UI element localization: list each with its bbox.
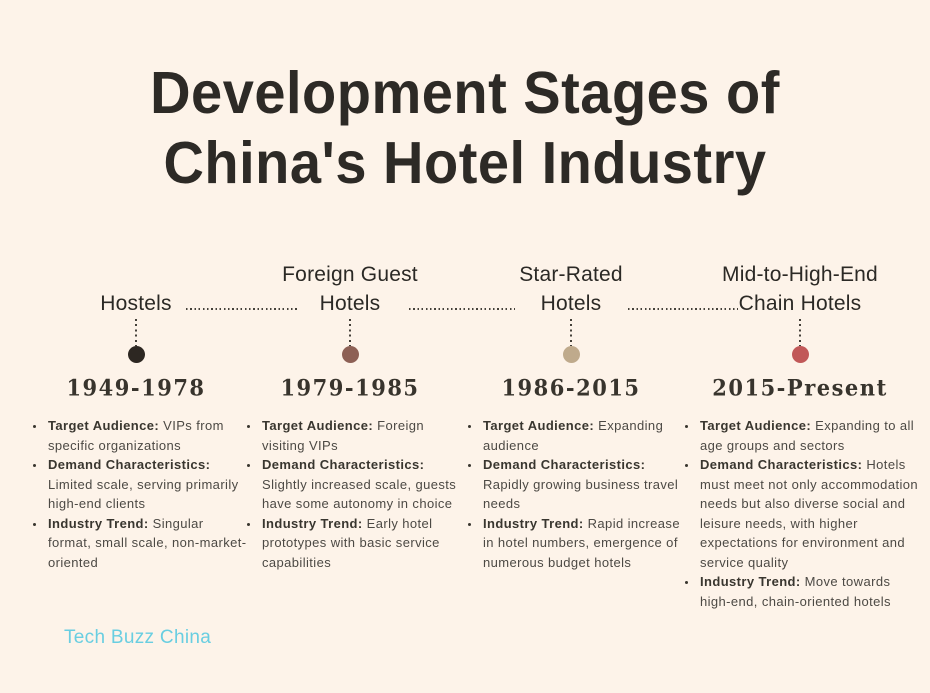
stage-label-line-2: Hotels — [540, 292, 602, 315]
stage-foreign-guest-hotels: Foreign Guest Hotels 1979-1985 Target Au… — [238, 260, 462, 572]
stage-label: Star-Rated Hotels — [459, 260, 683, 318]
bullet-list: Target Audience: Foreign visiting VIPs D… — [238, 416, 462, 572]
bullet-label: Demand Characteristics: — [483, 457, 646, 472]
stage-period: 1979-1985 — [280, 374, 420, 401]
bullet-item: Industry Trend: Singular format, small s… — [46, 514, 248, 573]
bullet-item: Target Audience: Foreign visiting VIPs — [260, 416, 462, 455]
bullet-item: Demand Characteristics: Hotels must meet… — [698, 455, 924, 572]
timeline-dotted-connector-1 — [186, 308, 298, 310]
bullet-text: Expanding to all age groups and sectors — [700, 418, 915, 453]
stage-label-line-2: Chain Hotels — [738, 292, 862, 315]
title-line-1: Development Stages of — [150, 59, 780, 126]
bullet-text: Rapidly growing business travel needs — [483, 476, 679, 512]
bullet-text: Singular format, small scale, non-market… — [48, 515, 247, 570]
bullet-label: Target Audience: — [483, 418, 595, 433]
stage-label-line-1: Foreign Guest — [282, 263, 418, 286]
bullet-text: Expanding audience — [483, 418, 664, 453]
stage-star-rated-hotels: Star-Rated Hotels 1986-2015 Target Audie… — [459, 260, 683, 572]
dotted-drop-line — [570, 319, 572, 346]
bullet-text: Rapid increase in hotel numbers, emergen… — [483, 515, 680, 570]
bullet-text: Foreign visiting VIPs — [262, 418, 425, 453]
bullet-item: Target Audience: Expanding audience — [481, 416, 683, 455]
bullet-label: Industry Trend: — [483, 515, 584, 531]
stage-label-line-1: Mid-to-High-End — [722, 263, 878, 286]
stage-period: 1986-2015 — [501, 374, 641, 401]
timeline-dot — [562, 346, 580, 363]
bullet-text: VIPs from specific organizations — [48, 418, 224, 453]
bullet-list: Target Audience: Expanding to all age gr… — [676, 416, 924, 611]
dotted-drop-line — [349, 319, 351, 346]
stage-label: Mid-to-High-End Chain Hotels — [676, 260, 924, 318]
timeline-dotted-connector-3 — [628, 308, 738, 310]
page-title: Development Stages of China's Hotel Indu… — [0, 58, 930, 197]
stage-label-line-2: Hotels — [319, 292, 381, 315]
stage-hostels: Hostels 1949-1978 Target Audience: VIPs … — [24, 260, 248, 572]
bullet-label: Target Audience: — [700, 418, 812, 433]
bullet-text: Limited scale, serving primarily high-en… — [48, 476, 239, 512]
bullet-item: Demand Characteristics: Rapidly growing … — [481, 455, 683, 514]
stage-label-line-1: Star-Rated — [519, 263, 623, 286]
stage-label: Hostels — [24, 260, 248, 318]
bullet-list: Target Audience: Expanding audience Dema… — [459, 416, 683, 572]
stage-header: Hostels 1949-1978 — [24, 260, 248, 401]
bullet-text: Slightly increased scale, guests have so… — [262, 476, 457, 512]
bullet-label: Industry Trend: — [262, 515, 363, 531]
stage-mid-to-high-end-chain-hotels: Mid-to-High-End Chain Hotels 2015-Presen… — [676, 260, 924, 611]
stage-label: Foreign Guest Hotels — [238, 260, 462, 318]
bullet-label: Industry Trend: — [700, 574, 801, 589]
timeline-dotted-connector-2 — [409, 308, 515, 310]
timeline-dot — [127, 346, 145, 363]
dotted-drop-line — [799, 319, 801, 346]
bullet-item: Industry Trend: Early hotel prototypes w… — [260, 514, 462, 573]
stage-label-line-2: Hostels — [100, 292, 172, 315]
bullet-list: Target Audience: VIPs from specific orga… — [24, 416, 248, 572]
bullet-text: Hotels must meet not only accommodation … — [700, 457, 919, 570]
watermark-tech-buzz-china: Tech Buzz China — [64, 627, 212, 648]
bullet-label: Demand Characteristics: — [262, 457, 425, 472]
stage-label-line-1 — [24, 260, 248, 289]
bullet-label: Demand Characteristics: — [700, 457, 863, 472]
dotted-drop-line — [135, 319, 137, 346]
bullet-item: Demand Characteristics: Limited scale, s… — [46, 455, 248, 514]
bullet-label: Industry Trend: — [48, 515, 149, 531]
bullet-label: Demand Characteristics: — [48, 457, 211, 472]
bullet-item: Target Audience: Expanding to all age gr… — [698, 416, 924, 455]
stage-header: Mid-to-High-End Chain Hotels 2015-Presen… — [676, 260, 924, 401]
stage-period: 2015-Present — [712, 374, 888, 401]
bullet-text: Early hotel prototypes with basic servic… — [262, 515, 440, 570]
timeline-dot — [791, 346, 809, 363]
timeline-dot — [341, 346, 359, 363]
bullet-text: Move towards high-end, chain-oriented ho… — [700, 574, 891, 609]
stage-header: Star-Rated Hotels 1986-2015 — [459, 260, 683, 401]
stage-period: 1949-1978 — [66, 374, 206, 401]
bullet-item: Demand Characteristics: Slightly increas… — [260, 455, 462, 514]
bullet-item: Industry Trend: Rapid increase in hotel … — [481, 514, 683, 573]
title-line-2: China's Hotel Industry — [163, 128, 767, 196]
bullet-item: Target Audience: VIPs from specific orga… — [46, 416, 248, 455]
bullet-label: Target Audience: — [262, 418, 374, 433]
stage-header: Foreign Guest Hotels 1979-1985 — [238, 260, 462, 401]
bullet-item: Industry Trend: Move towards high-end, c… — [698, 572, 924, 611]
bullet-label: Target Audience: — [48, 418, 160, 433]
